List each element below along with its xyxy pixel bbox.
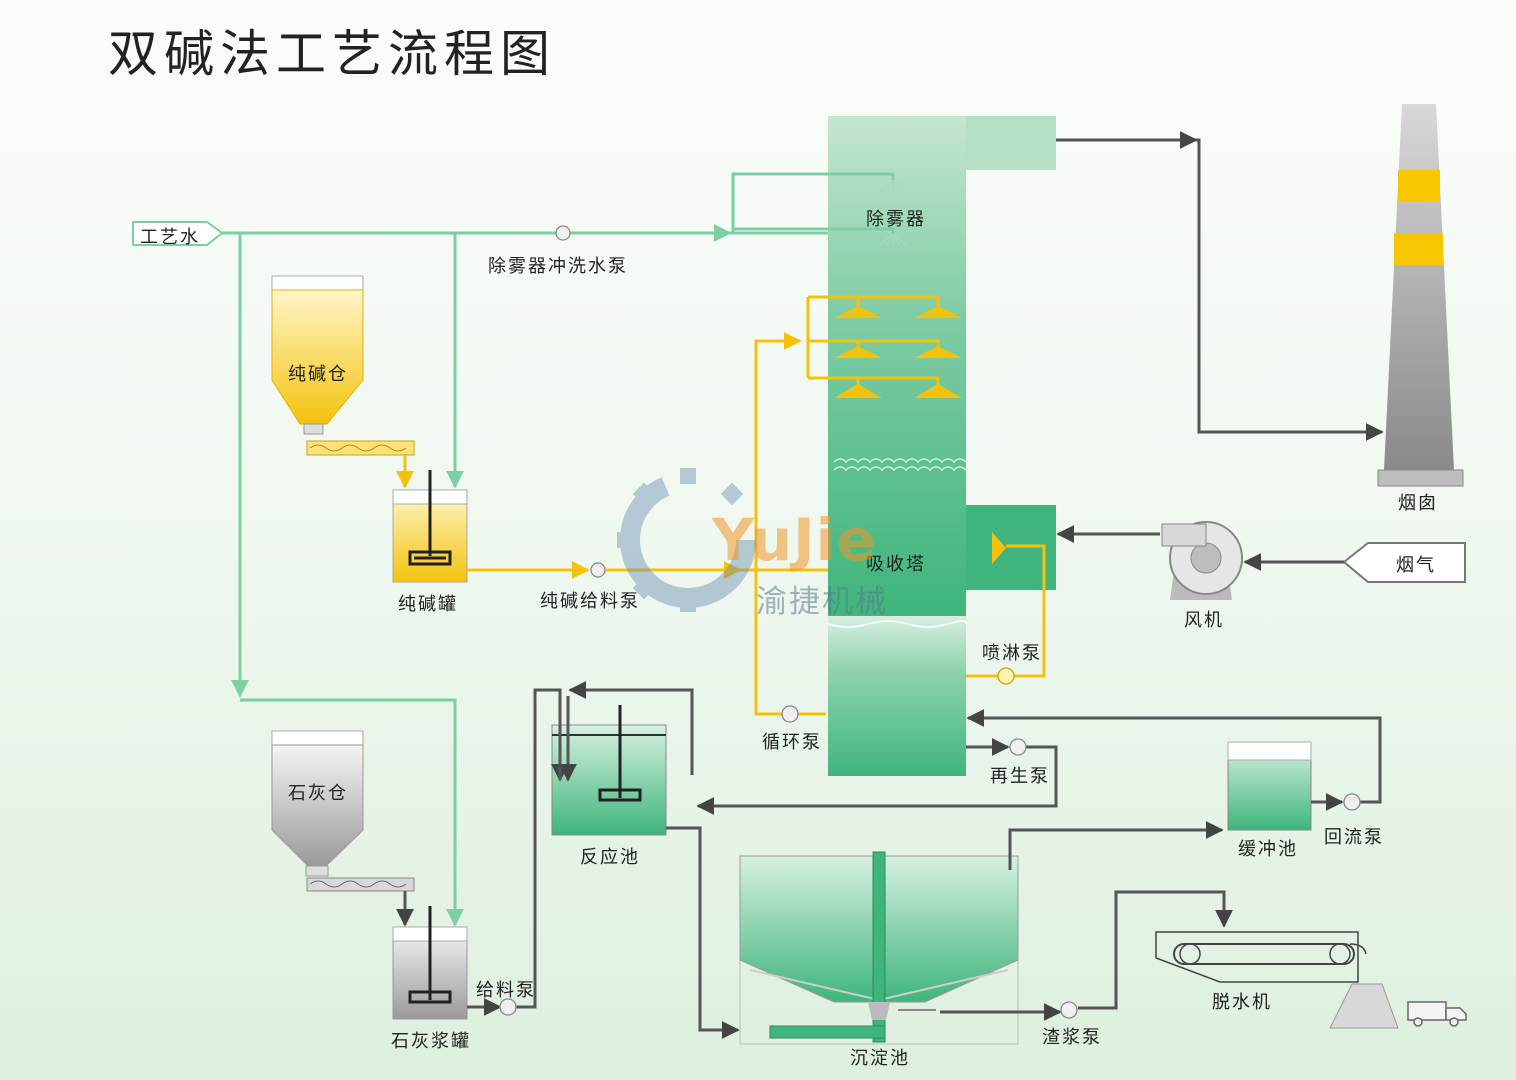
regen-pump-label: 再生泵 xyxy=(990,766,1050,787)
inlet-spray-nozzle xyxy=(992,532,1006,564)
sludge-pile xyxy=(1329,983,1399,1029)
absorber-label: 吸收塔 xyxy=(866,554,926,575)
demister-label: 除雾器 xyxy=(866,209,926,230)
return-pump-icon xyxy=(1343,793,1361,811)
soda-silo-label: 纯碱仓 xyxy=(288,364,348,385)
packing-layer xyxy=(833,458,967,472)
process-water-label: 工艺水 xyxy=(140,227,200,248)
soda-tank-label: 纯碱罐 xyxy=(398,594,458,615)
buffer-tank xyxy=(1227,741,1312,831)
lime-silo xyxy=(271,730,364,877)
slurry-pump-icon xyxy=(1060,1001,1078,1019)
soda-tank xyxy=(392,470,468,583)
demister-wash-pump-icon xyxy=(555,225,571,241)
watermark-brand-en: YuJie xyxy=(712,506,877,574)
soda-feed-pump-icon xyxy=(590,562,606,578)
watermark-gear-icon xyxy=(617,468,756,612)
soda-feed-pump-label: 纯碱给料泵 xyxy=(540,591,640,612)
demister-wash-pump-label: 除雾器冲洗水泵 xyxy=(488,256,628,277)
feed-pump-label: 给料泵 xyxy=(476,980,536,1001)
slurry-lines xyxy=(396,131,1384,1039)
settling-tank xyxy=(739,851,1019,1045)
slurry-pump-label: 渣浆泵 xyxy=(1042,1027,1102,1048)
spray-nozzles xyxy=(834,306,962,398)
watermark-brand-cn: 渝捷机械 xyxy=(756,584,888,620)
soda-screw-conveyor xyxy=(306,440,415,456)
water-lines xyxy=(222,172,895,927)
fan-icon xyxy=(1161,521,1243,600)
process-water-tag xyxy=(132,221,224,246)
chimney xyxy=(1377,104,1464,487)
dewatering-machine xyxy=(1155,931,1367,983)
truck-icon xyxy=(1407,1001,1467,1027)
demister-nozzles xyxy=(878,179,908,247)
flue-gas-tag xyxy=(1342,542,1466,583)
lime-silo-label: 石灰仓 xyxy=(288,783,348,804)
buffer-tank-label: 缓冲池 xyxy=(1238,839,1298,860)
return-pump-label: 回流泵 xyxy=(1324,827,1384,848)
chimney-label: 烟囱 xyxy=(1398,493,1438,514)
soda-silo xyxy=(271,275,364,435)
pumps xyxy=(499,225,1361,1019)
page-title: 双碱法工艺流程图 xyxy=(108,25,556,83)
regen-pump-icon xyxy=(1009,738,1027,756)
absorber-tower xyxy=(827,116,1056,776)
lime-slurry-tank xyxy=(392,906,468,1020)
settling-tank-label: 沉淀池 xyxy=(850,1048,910,1069)
reaction-tank-label: 反应池 xyxy=(580,847,640,868)
dewatering-label: 脱水机 xyxy=(1212,992,1272,1013)
fan-label: 风机 xyxy=(1184,610,1224,631)
flue-gas-label: 烟气 xyxy=(1396,555,1436,576)
circulation-pump-icon xyxy=(781,705,799,723)
lime-tank-label: 石灰浆罐 xyxy=(391,1031,471,1052)
lime-screw-conveyor xyxy=(306,877,415,892)
spray-pump-label: 喷淋泵 xyxy=(982,643,1042,664)
feed-pump-icon xyxy=(499,998,517,1016)
circulation-pump-label: 循环泵 xyxy=(762,732,822,753)
spray-pump-icon xyxy=(997,667,1015,685)
